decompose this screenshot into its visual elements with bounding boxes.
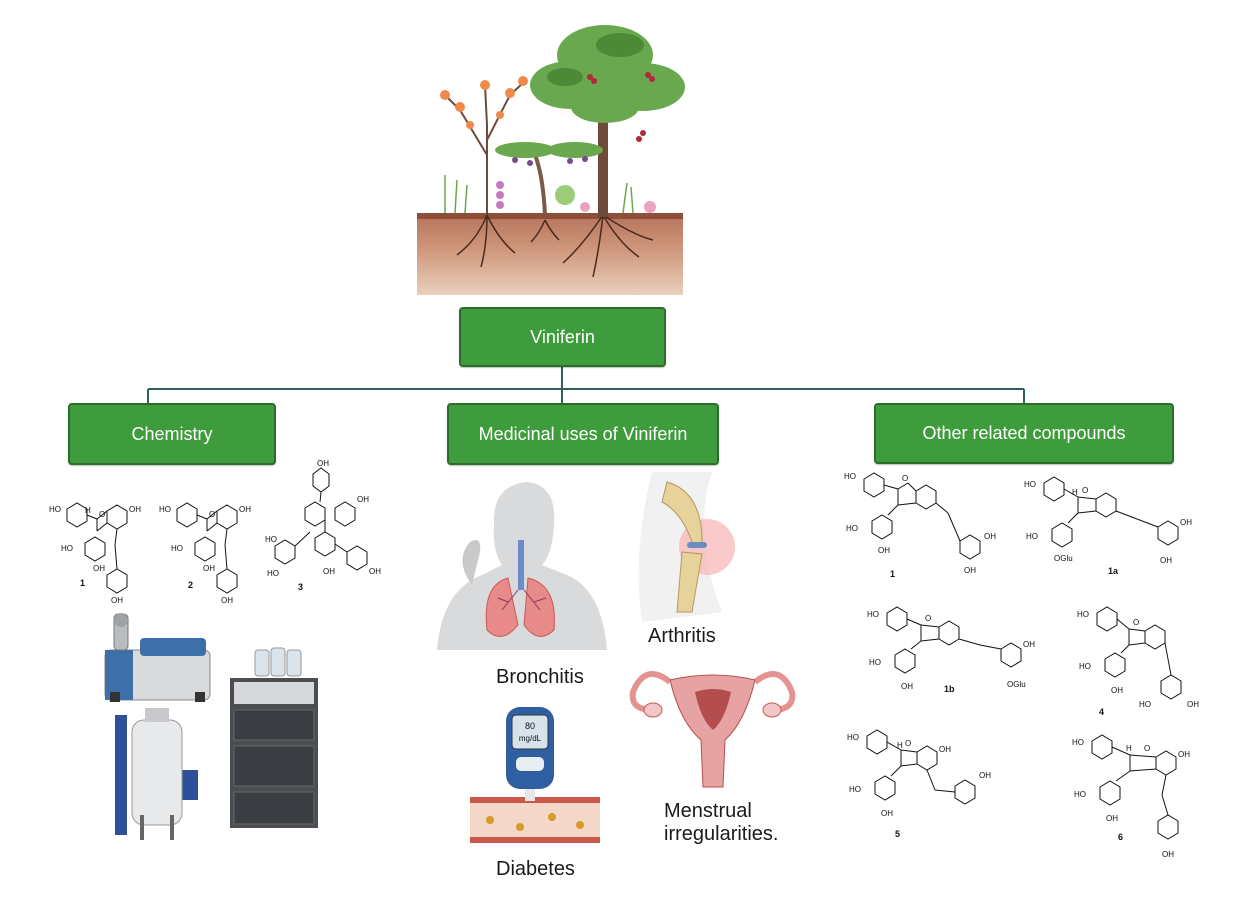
svg-text:HO: HO <box>1024 480 1036 489</box>
arthritis-label: Arthritis <box>648 625 716 647</box>
svg-text:OH: OH <box>1106 814 1118 823</box>
related-structure-5: HO H O HO OH OH OH <box>847 729 991 818</box>
svg-text:HO: HO <box>1074 790 1086 799</box>
diabetes-label: Diabetes <box>496 858 575 880</box>
svg-text:OGlu: OGlu <box>1054 554 1073 563</box>
menstrual-label-line1: Menstrual <box>664 800 752 822</box>
svg-text:OGlu: OGlu <box>1007 680 1026 689</box>
svg-text:OH: OH <box>1023 640 1035 649</box>
medicinal-uses-box: Medicinal uses of Viniferin <box>447 403 719 465</box>
menstrual-label-line2: irregularities. <box>664 823 779 845</box>
svg-text:OH: OH <box>939 745 951 754</box>
svg-text:O: O <box>905 739 911 748</box>
svg-text:OH: OH <box>901 682 913 691</box>
related-compound-label-6: 6 <box>1118 832 1124 842</box>
svg-text:HO: HO <box>869 658 881 667</box>
svg-text:HO: HO <box>844 472 856 481</box>
svg-text:HO: HO <box>1079 662 1091 671</box>
viniferin-root-box: Viniferin <box>459 307 666 367</box>
svg-text:HO: HO <box>61 544 73 553</box>
related-structure-1b: HO O HO OH OH OGlu <box>867 606 1035 691</box>
svg-text:HO: HO <box>846 524 858 533</box>
medicinal-uses-label: Medicinal uses of Viniferin <box>478 423 688 444</box>
svg-text:OH: OH <box>203 564 215 573</box>
plants-soil-illustration <box>417 25 685 295</box>
glucometer-value: 80 <box>525 721 535 731</box>
svg-text:OH: OH <box>964 566 976 575</box>
svg-text:HO: HO <box>265 535 277 544</box>
svg-text:HO: HO <box>159 505 171 514</box>
chemistry-label: Chemistry <box>131 423 213 444</box>
svg-text:HO: HO <box>1077 610 1089 619</box>
related-compounds-box: Other related compounds <box>874 403 1174 464</box>
svg-text:O: O <box>1133 618 1139 627</box>
svg-text:OH: OH <box>984 532 996 541</box>
svg-text:OH: OH <box>239 505 251 514</box>
chemistry-compound-label-3: 3 <box>298 582 304 592</box>
related-compounds-label: Other related compounds <box>922 423 1126 443</box>
menstrual-label: Menstrual irregularities. <box>664 800 778 846</box>
svg-text:OH: OH <box>1178 750 1190 759</box>
svg-text:O: O <box>99 510 105 519</box>
bronchitis-label: Bronchitis <box>496 666 584 688</box>
svg-text:OH: OH <box>1162 850 1174 859</box>
chemistry-structure-1: HO OH O H HO OH OH <box>49 502 141 605</box>
svg-text:O: O <box>209 510 215 519</box>
svg-text:OH: OH <box>979 771 991 780</box>
svg-text:OH: OH <box>1111 686 1123 695</box>
svg-text:O: O <box>925 614 931 623</box>
svg-text:HO: HO <box>1026 532 1038 541</box>
svg-text:O: O <box>1082 486 1088 495</box>
svg-text:HO: HO <box>1139 700 1151 709</box>
svg-text:OH: OH <box>129 505 141 514</box>
svg-text:HO: HO <box>849 785 861 794</box>
glucometer-icon: 80 mg/dL <box>470 707 600 843</box>
svg-text:OH: OH <box>881 809 893 818</box>
svg-text:H: H <box>897 741 903 750</box>
svg-text:H: H <box>1072 488 1078 497</box>
related-compound-label-1b: 1b <box>944 684 955 694</box>
svg-text:OH: OH <box>1160 556 1172 565</box>
related-compound-label-1: 1 <box>890 569 896 579</box>
chemistry-structure-2: HO OH O HO OH OH <box>159 502 251 605</box>
related-compound-label-1a: 1a <box>1108 566 1119 576</box>
chemistry-box: Chemistry <box>68 403 276 465</box>
svg-text:OH: OH <box>221 596 233 605</box>
svg-text:OH: OH <box>1187 700 1199 709</box>
svg-text:OH: OH <box>93 564 105 573</box>
svg-text:HO: HO <box>847 733 859 742</box>
related-structure-4: HO O HO OH HO OH <box>1077 606 1199 709</box>
lab-instruments-icon <box>104 613 318 840</box>
chemistry-structure-3: OH OH HO OH HO OH <box>265 459 381 578</box>
knee-joint-icon <box>638 472 735 622</box>
svg-text:O: O <box>1144 744 1150 753</box>
svg-text:HO: HO <box>267 569 279 578</box>
svg-text:OH: OH <box>111 596 123 605</box>
svg-text:OH: OH <box>357 495 369 504</box>
svg-text:OH: OH <box>323 567 335 576</box>
chemistry-compound-label-2: 2 <box>188 580 194 590</box>
related-compound-label-4: 4 <box>1099 707 1105 717</box>
related-structure-1a: HO H O HO OGlu OH OH <box>1024 476 1192 565</box>
svg-text:HO: HO <box>867 610 879 619</box>
svg-text:HO: HO <box>1072 738 1084 747</box>
svg-text:H: H <box>85 506 91 515</box>
svg-text:O: O <box>902 474 908 483</box>
svg-text:HO: HO <box>49 505 61 514</box>
svg-text:OH: OH <box>878 546 890 555</box>
related-structure-1: HO O HO OH OH OH <box>844 472 996 575</box>
viniferin-root-label: Viniferin <box>530 326 595 347</box>
svg-text:OH: OH <box>369 567 381 576</box>
uterus-icon <box>629 671 796 788</box>
related-structure-6: HO H O OH HO OH OH <box>1072 734 1190 859</box>
lungs-person-icon <box>437 482 607 650</box>
svg-text:H: H <box>1126 744 1132 753</box>
chemistry-compound-label-1: 1 <box>80 578 86 588</box>
svg-text:OH: OH <box>317 459 329 468</box>
related-compound-label-5: 5 <box>895 829 901 839</box>
svg-text:OH: OH <box>1180 518 1192 527</box>
glucometer-unit: mg/dL <box>519 734 542 743</box>
svg-text:HO: HO <box>171 544 183 553</box>
